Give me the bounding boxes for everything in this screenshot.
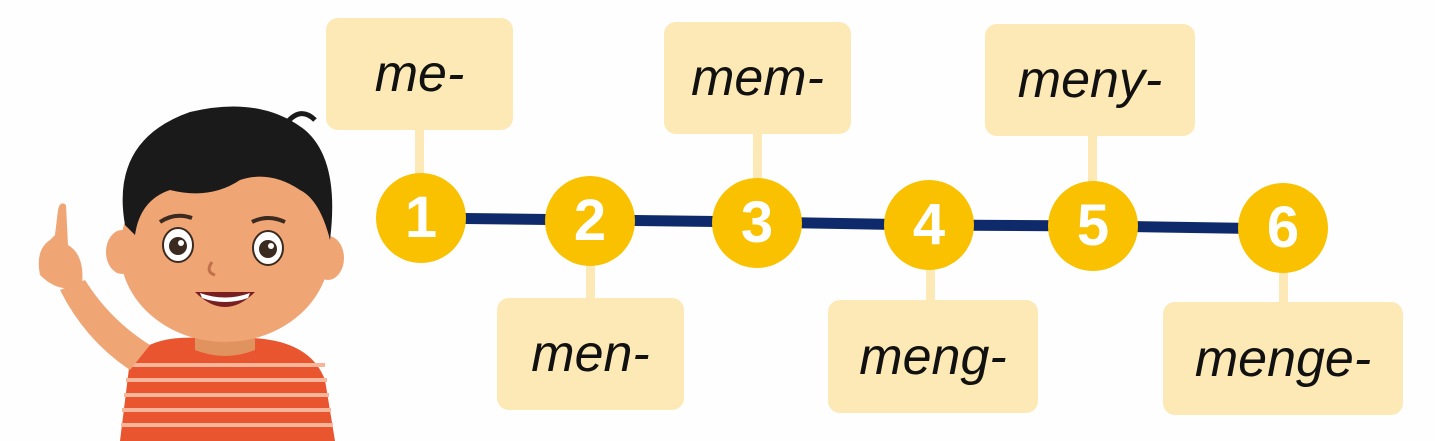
prefix-box-4: meng- [828,300,1038,413]
step-node-1: 1 [376,173,466,263]
connector-3 [753,134,762,192]
step-node-5: 5 [1048,181,1138,271]
step-node-3: 3 [712,178,802,268]
connector-5 [1088,136,1097,192]
connector-2 [586,255,595,300]
prefix-box-1: me- [326,18,513,130]
step-number: 4 [912,192,946,257]
prefix-label: meny- [1017,51,1163,109]
step-node-2: 2 [545,176,635,266]
prefix-label: menge- [1194,329,1372,388]
step-number: 2 [573,188,607,253]
prefix-box-6: menge- [1163,302,1403,415]
step-number: 3 [740,190,774,255]
step-number: 1 [404,185,438,250]
prefix-box-2: men- [497,298,684,410]
prefix-label: meng- [859,327,1007,386]
connector-1 [415,130,424,190]
prefix-label: men- [531,325,650,383]
connector-6 [1279,268,1288,306]
prefix-label: me- [374,45,465,103]
connector-4 [926,260,935,302]
step-number: 6 [1266,195,1300,260]
step-number: 5 [1076,193,1110,258]
step-node-6: 6 [1238,183,1328,273]
prefix-box-3: mem- [664,22,851,134]
step-node-4: 4 [884,180,974,270]
prefix-box-5: meny- [985,24,1195,136]
boy-illustration [38,106,344,441]
prefix-label: mem- [691,49,824,107]
